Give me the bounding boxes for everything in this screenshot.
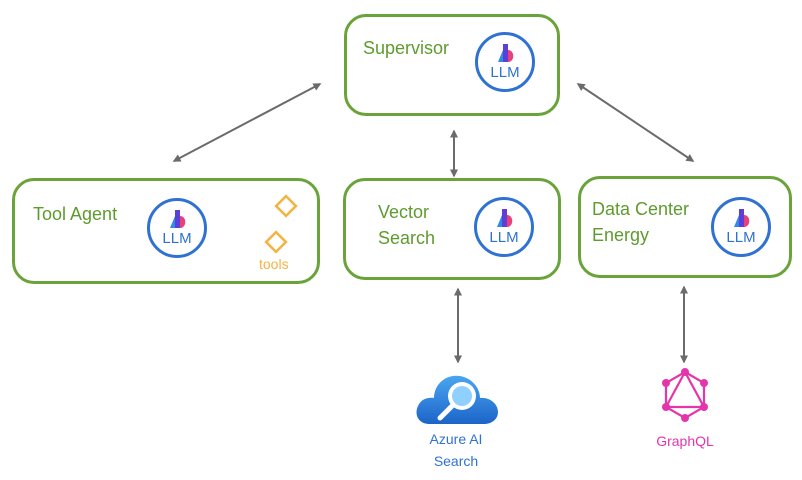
tool-agent-title: Tool Agent — [33, 204, 118, 224]
azure-search-label: Azure AI Search — [429, 431, 483, 469]
vector-search-title: Vector Search — [378, 202, 436, 248]
azure-search-cloud-icon — [416, 375, 498, 424]
graphql-icon — [662, 368, 708, 422]
arrow-supervisor-tool-agent — [172, 83, 322, 162]
llm-label: LLM — [726, 229, 756, 246]
supervisor-llm-badge: LLM — [475, 32, 535, 92]
supervisor-node[interactable]: Supervisor LLM — [344, 14, 560, 116]
data-center-energy-title: Data Center Energy — [592, 199, 690, 245]
tool-agent-node[interactable]: Tool Agent LLM tools — [12, 178, 320, 284]
data-center-llm-badge: LLM — [711, 197, 771, 257]
llm-label: LLM — [490, 64, 520, 81]
arrow-supervisor-data-center — [576, 83, 695, 162]
data-center-energy-node[interactable]: Data Center Energy LLM — [578, 176, 792, 278]
llm-logo-icon — [170, 210, 186, 228]
vector-search-llm-badge: LLM — [474, 197, 534, 257]
llm-label: LLM — [162, 230, 192, 247]
tool-diamond-icon — [274, 194, 298, 218]
llm-label: LLM — [489, 229, 519, 246]
tool-diamond-icon — [264, 230, 288, 254]
supervisor-title: Supervisor — [363, 38, 450, 58]
graphql-label: GraphQL — [656, 433, 714, 449]
tool-agent-llm-badge: LLM — [147, 198, 207, 258]
llm-logo-icon — [498, 44, 514, 62]
llm-logo-icon — [734, 209, 750, 227]
tools-label: tools — [259, 256, 289, 272]
vector-search-node[interactable]: Vector Search LLM — [343, 178, 561, 280]
llm-logo-icon — [497, 209, 513, 227]
